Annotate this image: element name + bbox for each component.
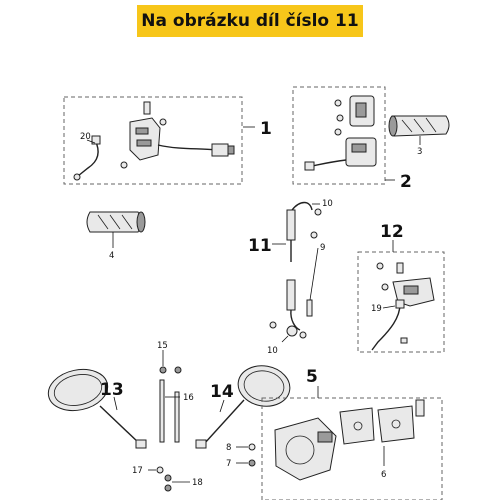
callout-8: 8 xyxy=(226,443,231,453)
part-20-lever[interactable] xyxy=(73,135,101,181)
part-11-brake-hose[interactable] xyxy=(269,201,322,339)
callout-17: 17 xyxy=(132,466,143,476)
group-box-5 xyxy=(261,397,443,500)
part-15-nut[interactable] xyxy=(159,366,182,374)
part-6-brake-pads[interactable] xyxy=(339,399,425,445)
callout-11: 11 xyxy=(248,236,272,256)
part-right-switch-housing[interactable] xyxy=(304,95,377,171)
callout-19: 19 xyxy=(371,304,382,314)
callout-6: 6 xyxy=(381,470,386,480)
part-19-brake-lever[interactable] xyxy=(371,299,408,351)
callout-10-bottom: 10 xyxy=(267,346,278,356)
part-4-left-grip[interactable] xyxy=(86,211,146,233)
callout-2: 2 xyxy=(400,172,412,192)
callout-13: 13 xyxy=(100,380,124,400)
part-16-bolt[interactable] xyxy=(159,379,180,443)
part-14-right-mirror[interactable] xyxy=(195,362,293,449)
callout-20: 20 xyxy=(80,132,91,142)
callout-3: 3 xyxy=(417,147,422,157)
page-title-banner: Na obrázku díl číslo 11 xyxy=(137,5,363,37)
part-7-screw[interactable] xyxy=(248,459,256,467)
callout-18: 18 xyxy=(192,478,203,488)
callout-14: 14 xyxy=(210,382,234,402)
group-box-12 xyxy=(357,251,445,353)
callout-7: 7 xyxy=(226,459,231,469)
part-left-switch-housing[interactable] xyxy=(120,101,235,169)
part-17-washer[interactable] xyxy=(156,466,164,474)
callout-12: 12 xyxy=(380,222,404,242)
group-box-1 xyxy=(63,96,243,185)
part-8-washer[interactable] xyxy=(248,443,256,451)
callout-1: 1 xyxy=(260,119,272,139)
part-brake-caliper[interactable] xyxy=(274,417,337,481)
callout-4: 4 xyxy=(109,251,114,261)
group-box-2 xyxy=(292,86,386,185)
callout-16: 16 xyxy=(183,393,194,403)
callout-15: 15 xyxy=(157,341,168,351)
part-13-left-mirror[interactable] xyxy=(44,364,147,449)
page-title: Na obrázku díl číslo 11 xyxy=(141,11,359,31)
callout-5: 5 xyxy=(306,367,318,387)
callout-9: 9 xyxy=(320,243,325,253)
callout-10-top: 10 xyxy=(322,199,333,209)
part-3-right-grip[interactable] xyxy=(388,115,450,137)
part-18-nut[interactable] xyxy=(164,474,172,492)
part-brake-master-cylinder[interactable] xyxy=(376,262,435,307)
